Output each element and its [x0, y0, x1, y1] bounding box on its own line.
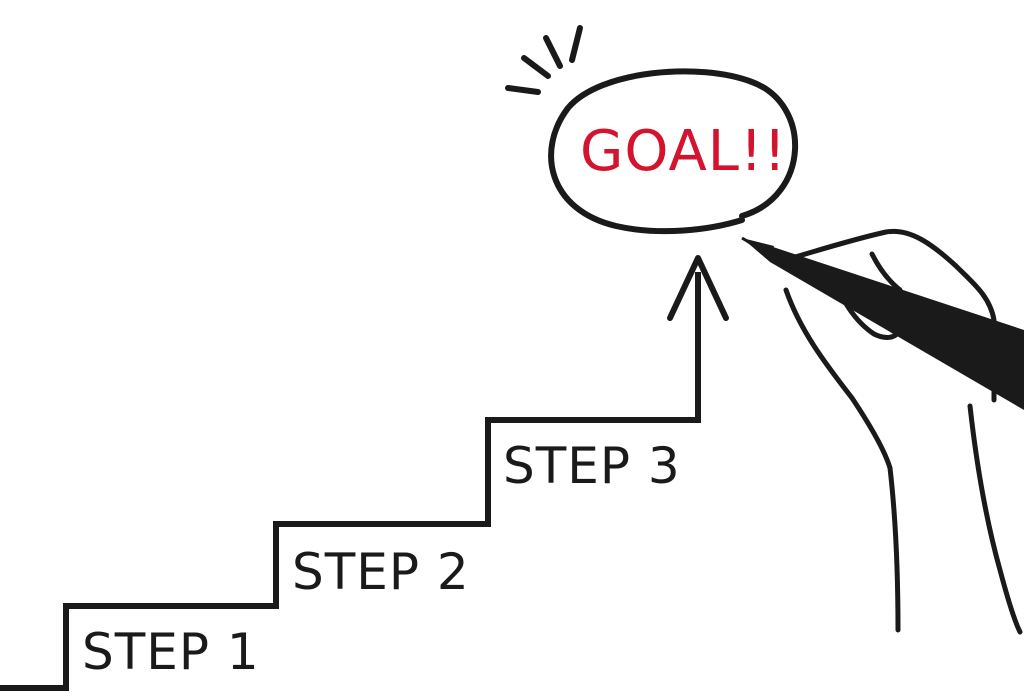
- goal-text: GOAL!!: [580, 119, 787, 184]
- step-2-label: STEP 2: [292, 543, 470, 601]
- staircase-line: [0, 272, 701, 691]
- hand-icon: [775, 228, 1023, 635]
- emphasis-rays: [505, 25, 583, 95]
- arrow-up-icon: [667, 255, 729, 321]
- step-1-label: STEP 1: [82, 623, 260, 681]
- pen-icon: [741, 236, 1024, 410]
- goal-circle: [548, 68, 798, 235]
- step-3-label: STEP 3: [503, 437, 681, 495]
